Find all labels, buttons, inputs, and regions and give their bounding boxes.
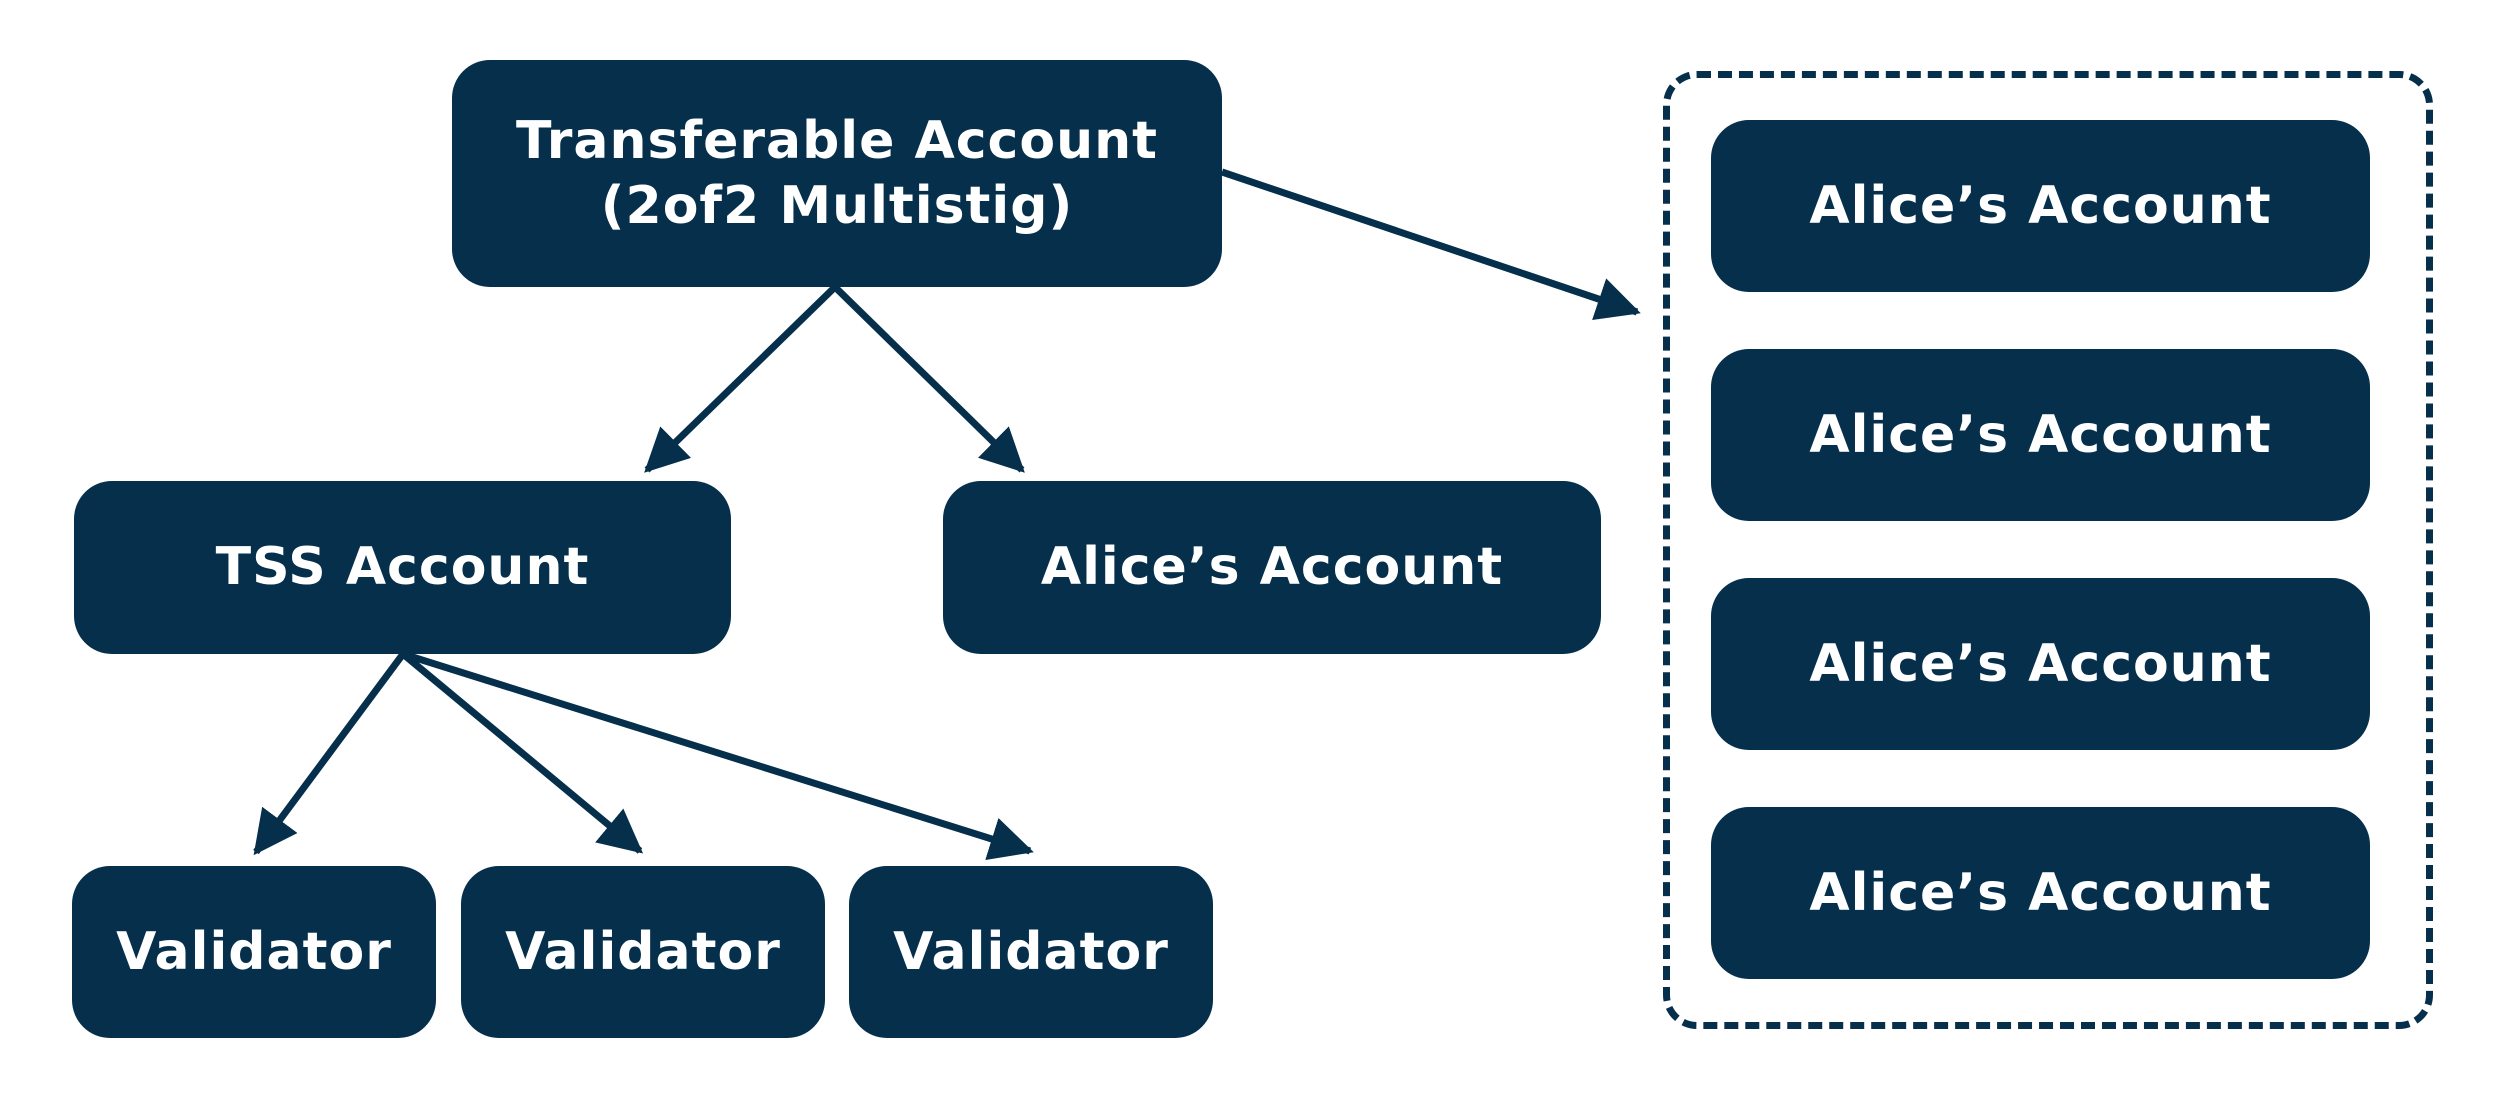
alice-group-account-3: Alice’s Account	[1711, 578, 2370, 750]
validator-node-3: Validator	[849, 866, 1213, 1038]
alice-group-account-label: Alice’s Account	[1809, 175, 2272, 236]
edge-tss-to-validator-2	[400, 651, 644, 854]
edge-tss-to-validator-3	[401, 650, 1034, 860]
alice-group-account-label: Alice’s Account	[1809, 633, 2272, 694]
transferable-account-label: Transferable Account	[515, 110, 1159, 171]
alice-group-account-label: Alice’s Account	[1809, 404, 2272, 465]
edge-transferable-to-alice-group	[1220, 168, 1641, 321]
alice-group-account-2: Alice’s Account	[1711, 349, 2370, 521]
alice-account-label: Alice’s Account	[1040, 537, 1504, 597]
validator-label: Validator	[893, 921, 1169, 982]
alice-group-account-1: Alice’s Account	[1711, 120, 2370, 292]
alice-group-account-label: Alice’s Account	[1809, 862, 2272, 923]
transferable-account-sublabel: (2of2 Multistig)	[600, 175, 1074, 236]
tss-account-node: TSS Account	[74, 481, 731, 654]
validator-node-2: Validator	[461, 866, 825, 1038]
alice-accounts-group	[1663, 71, 2433, 1029]
tss-account-label: TSS Account	[215, 537, 590, 597]
validator-node-1: Validator	[72, 866, 436, 1038]
validator-label: Validator	[505, 921, 781, 982]
validator-label: Validator	[116, 921, 392, 982]
alice-group-account-4: Alice’s Account	[1711, 807, 2370, 979]
alice-account-node: Alice’s Account	[943, 481, 1601, 654]
transferable-account-node: Transferable Account (2of2 Multistig)	[452, 60, 1222, 287]
edge-tss-to-validator-1	[253, 651, 406, 856]
edge-transferable-to-tss	[644, 284, 838, 473]
edge-transferable-to-alice	[832, 284, 1025, 473]
